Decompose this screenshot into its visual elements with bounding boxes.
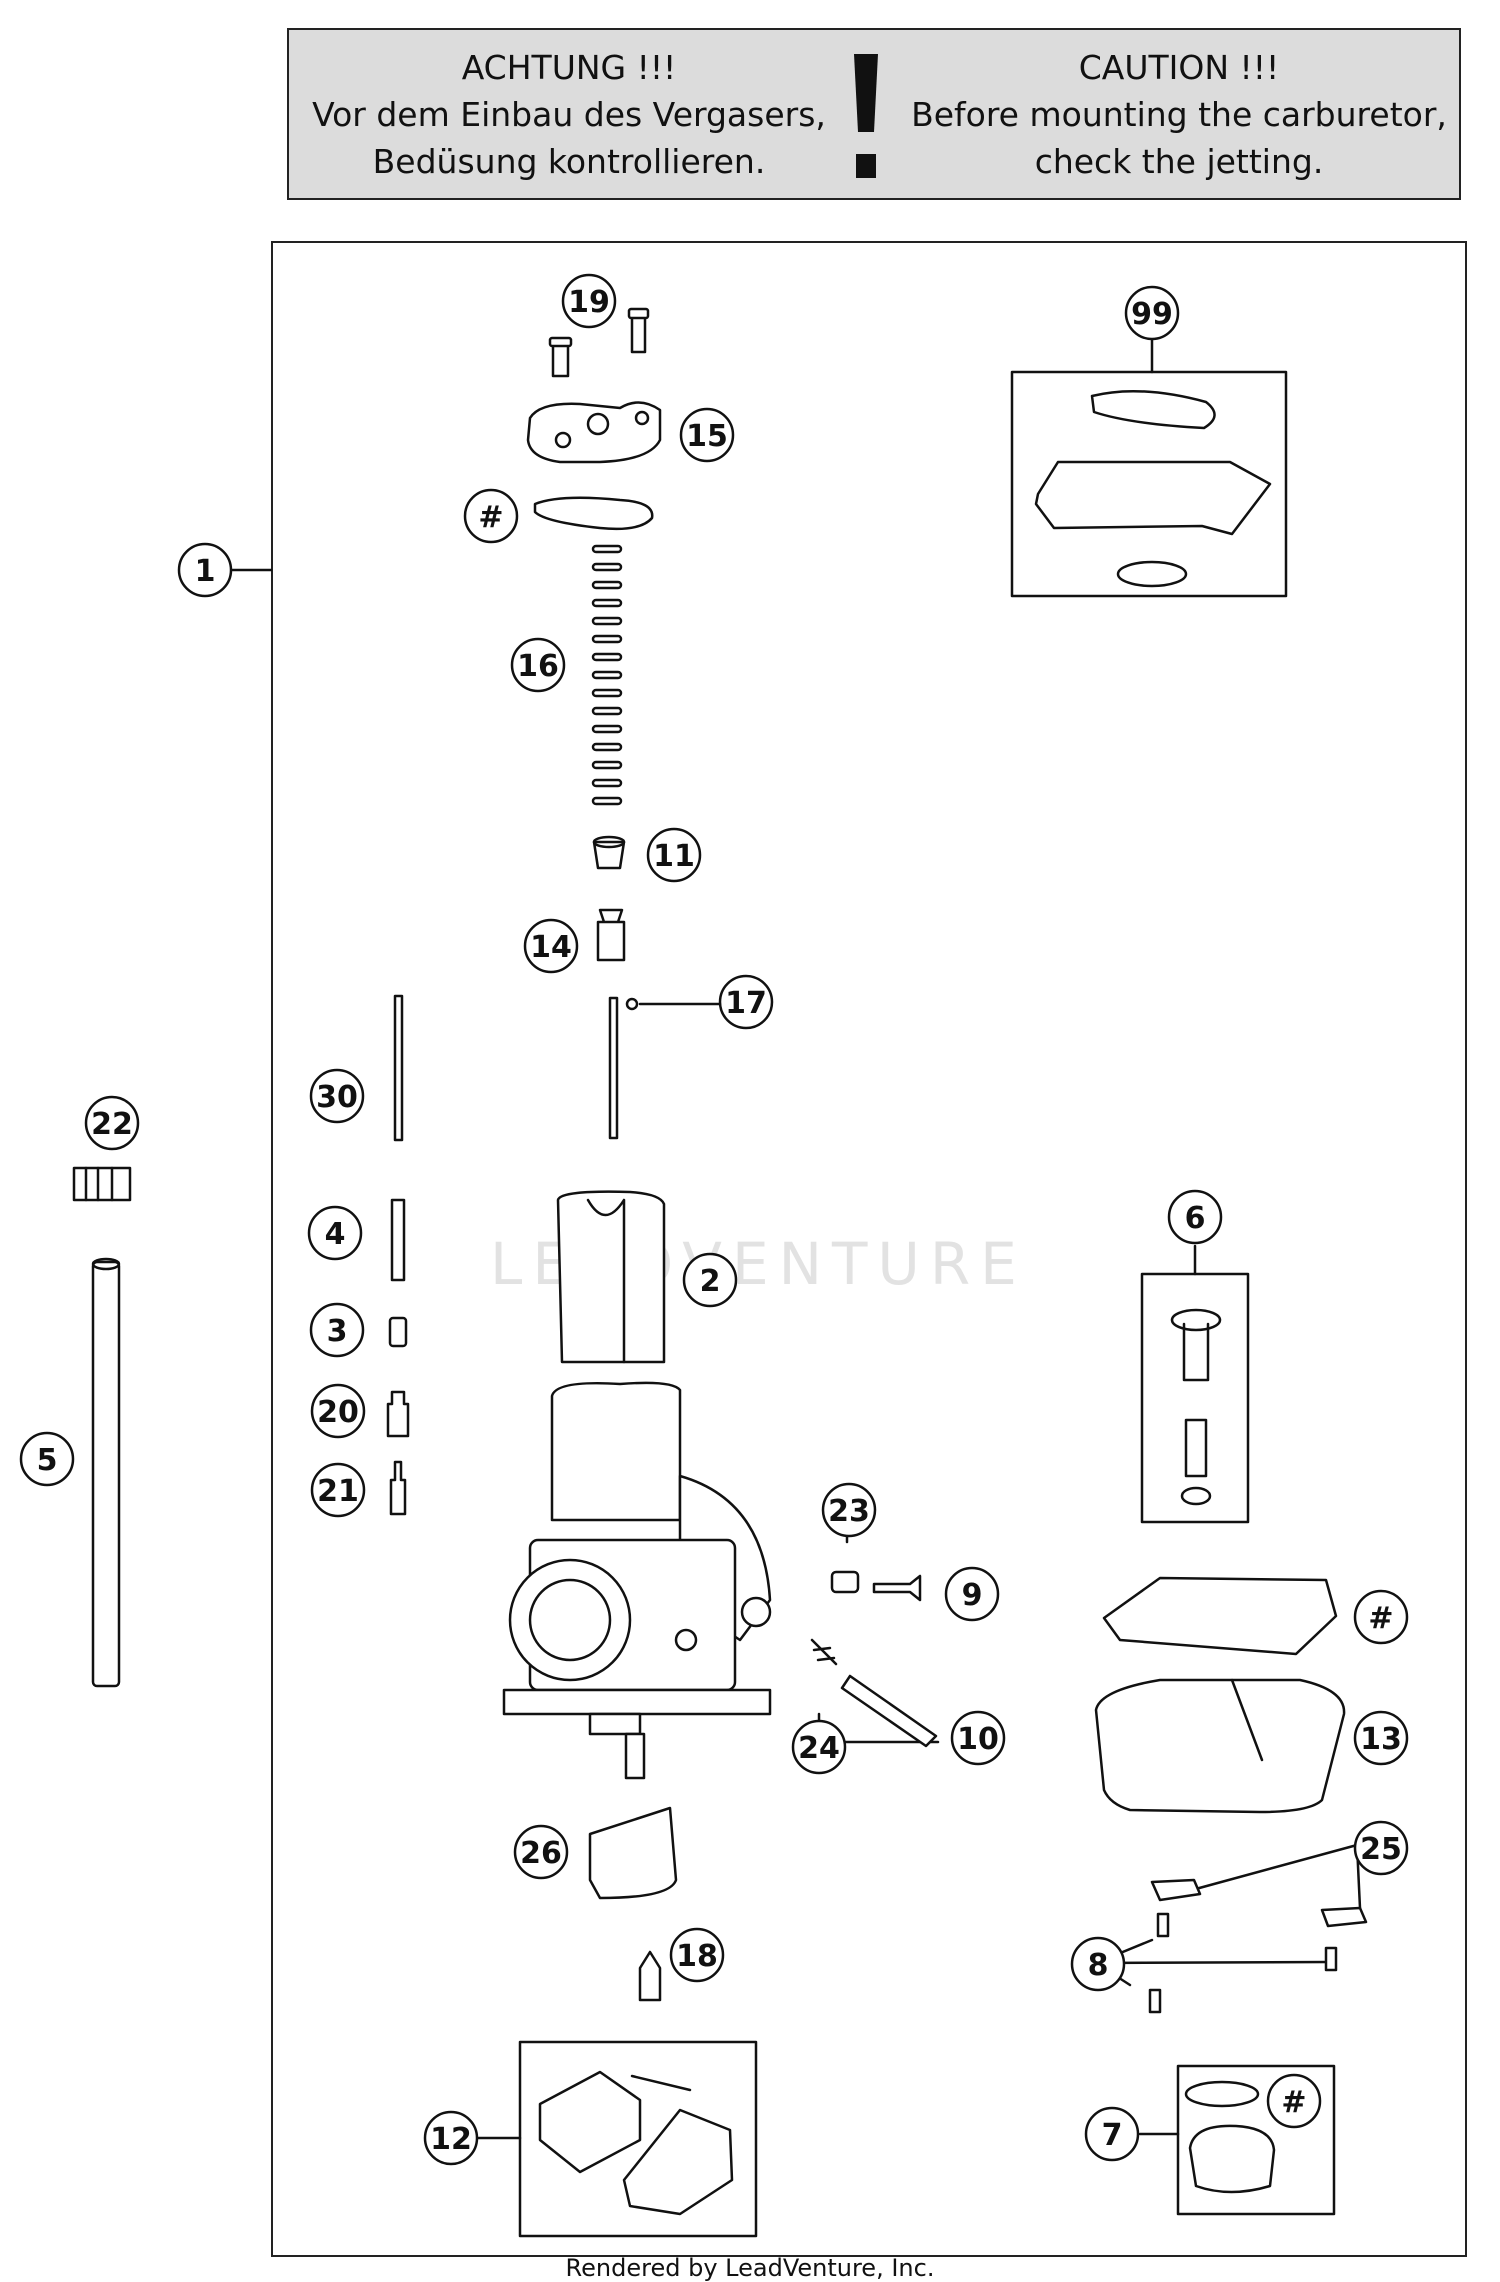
callout-10-label: 10 xyxy=(957,1722,999,1757)
assembly-frame xyxy=(271,241,1467,2257)
callout-17-label: 17 xyxy=(725,986,767,1021)
caution-english: CAUTION !!! Before mounting the carburet… xyxy=(899,44,1459,185)
callout-18: 18 xyxy=(669,1927,725,1983)
callout-16: 16 xyxy=(510,637,566,693)
callout-2-label: 2 xyxy=(700,1264,721,1299)
callout-hash-a-label: # xyxy=(478,500,503,535)
callout-4-label: 4 xyxy=(325,1217,346,1252)
callout-23-label: 23 xyxy=(828,1494,870,1529)
callout-9-label: 9 xyxy=(962,1578,983,1613)
footer-credit: Rendered by LeadVenture, Inc. xyxy=(565,2254,935,2282)
caution-german-line2: Bedüsung kontrollieren. xyxy=(372,142,766,181)
callout-3-label: 3 xyxy=(327,1314,348,1349)
callout-11-label: 11 xyxy=(653,839,695,874)
callout-30-label: 30 xyxy=(316,1080,358,1115)
callout-26: 26 xyxy=(513,1824,569,1880)
callout-22: 22 xyxy=(84,1095,140,1151)
callout-8-label: 8 xyxy=(1088,1948,1109,1983)
callout-30: 30 xyxy=(309,1068,365,1124)
callout-5-label: 5 xyxy=(37,1443,58,1478)
caution-english-line2: check the jetting. xyxy=(1034,142,1324,181)
caution-german-line1: Vor dem Einbau des Vergasers, xyxy=(312,95,826,134)
callout-23: 23 xyxy=(821,1482,877,1538)
callout-4: 4 xyxy=(307,1205,363,1261)
exclamation-icon xyxy=(854,54,878,178)
callout-hash-b: # xyxy=(1353,1589,1409,1645)
callout-6: 6 xyxy=(1167,1189,1223,1245)
callout-10: 10 xyxy=(950,1710,1006,1766)
callout-5: 5 xyxy=(19,1431,75,1487)
callout-15: 15 xyxy=(679,407,735,463)
callout-hash-c: # xyxy=(1266,2073,1322,2129)
callout-8: 8 xyxy=(1070,1936,1126,1992)
callout-7: 7 xyxy=(1084,2106,1140,2162)
callout-22-label: 22 xyxy=(91,1107,133,1142)
callout-1-label: 1 xyxy=(195,554,216,589)
callout-9: 9 xyxy=(944,1566,1000,1622)
callout-25: 25 xyxy=(1353,1820,1409,1876)
callout-12-label: 12 xyxy=(430,2122,472,2157)
callout-hash-a: # xyxy=(463,488,519,544)
callout-14-label: 14 xyxy=(530,930,572,965)
callout-21: 21 xyxy=(310,1462,366,1518)
callout-21-label: 21 xyxy=(317,1474,359,1509)
callout-18-label: 18 xyxy=(676,1939,718,1974)
spring-16 xyxy=(591,544,623,806)
caution-english-line1: Before mounting the carburetor, xyxy=(911,95,1447,134)
callout-19-label: 19 xyxy=(568,285,610,320)
callout-11: 11 xyxy=(646,827,702,883)
caution-german: ACHTUNG !!! Vor dem Einbau des Vergasers… xyxy=(289,44,849,185)
callout-hash-c-label: # xyxy=(1281,2085,1306,2120)
callout-7-label: 7 xyxy=(1102,2118,1123,2153)
callout-15-label: 15 xyxy=(686,419,728,454)
callout-16-label: 16 xyxy=(517,649,559,684)
callout-2: 2 xyxy=(682,1252,738,1308)
screw-19 xyxy=(548,307,650,378)
callout-14: 14 xyxy=(523,918,579,974)
callout-24-label: 24 xyxy=(798,1731,840,1766)
callout-13-label: 13 xyxy=(1360,1722,1402,1757)
callouts: 1 19 15 # 16 11 14 17 99 30 22 4 2 6 3 2… xyxy=(19,273,1409,2166)
callout-99-label: 99 xyxy=(1131,297,1173,332)
callout-12: 12 xyxy=(423,2110,479,2166)
callout-26-label: 26 xyxy=(520,1836,562,1871)
callout-3: 3 xyxy=(309,1302,365,1358)
callout-24: 24 xyxy=(791,1719,847,1775)
callout-hash-b-label: # xyxy=(1368,1601,1393,1636)
callout-20-label: 20 xyxy=(317,1395,359,1430)
callout-19: 19 xyxy=(561,273,617,329)
caution-banner: ACHTUNG !!! Vor dem Einbau des Vergasers… xyxy=(287,28,1461,200)
callout-17: 17 xyxy=(718,974,774,1030)
callout-25-label: 25 xyxy=(1360,1832,1402,1867)
callout-1: 1 xyxy=(177,542,233,598)
callout-20: 20 xyxy=(310,1383,366,1439)
caution-german-title: ACHTUNG !!! xyxy=(461,48,677,87)
carburetor-body xyxy=(502,1381,772,1780)
callout-99: 99 xyxy=(1124,285,1180,341)
caution-english-title: CAUTION !!! xyxy=(1078,48,1280,87)
callout-13: 13 xyxy=(1353,1710,1409,1766)
callout-6-label: 6 xyxy=(1185,1201,1206,1236)
